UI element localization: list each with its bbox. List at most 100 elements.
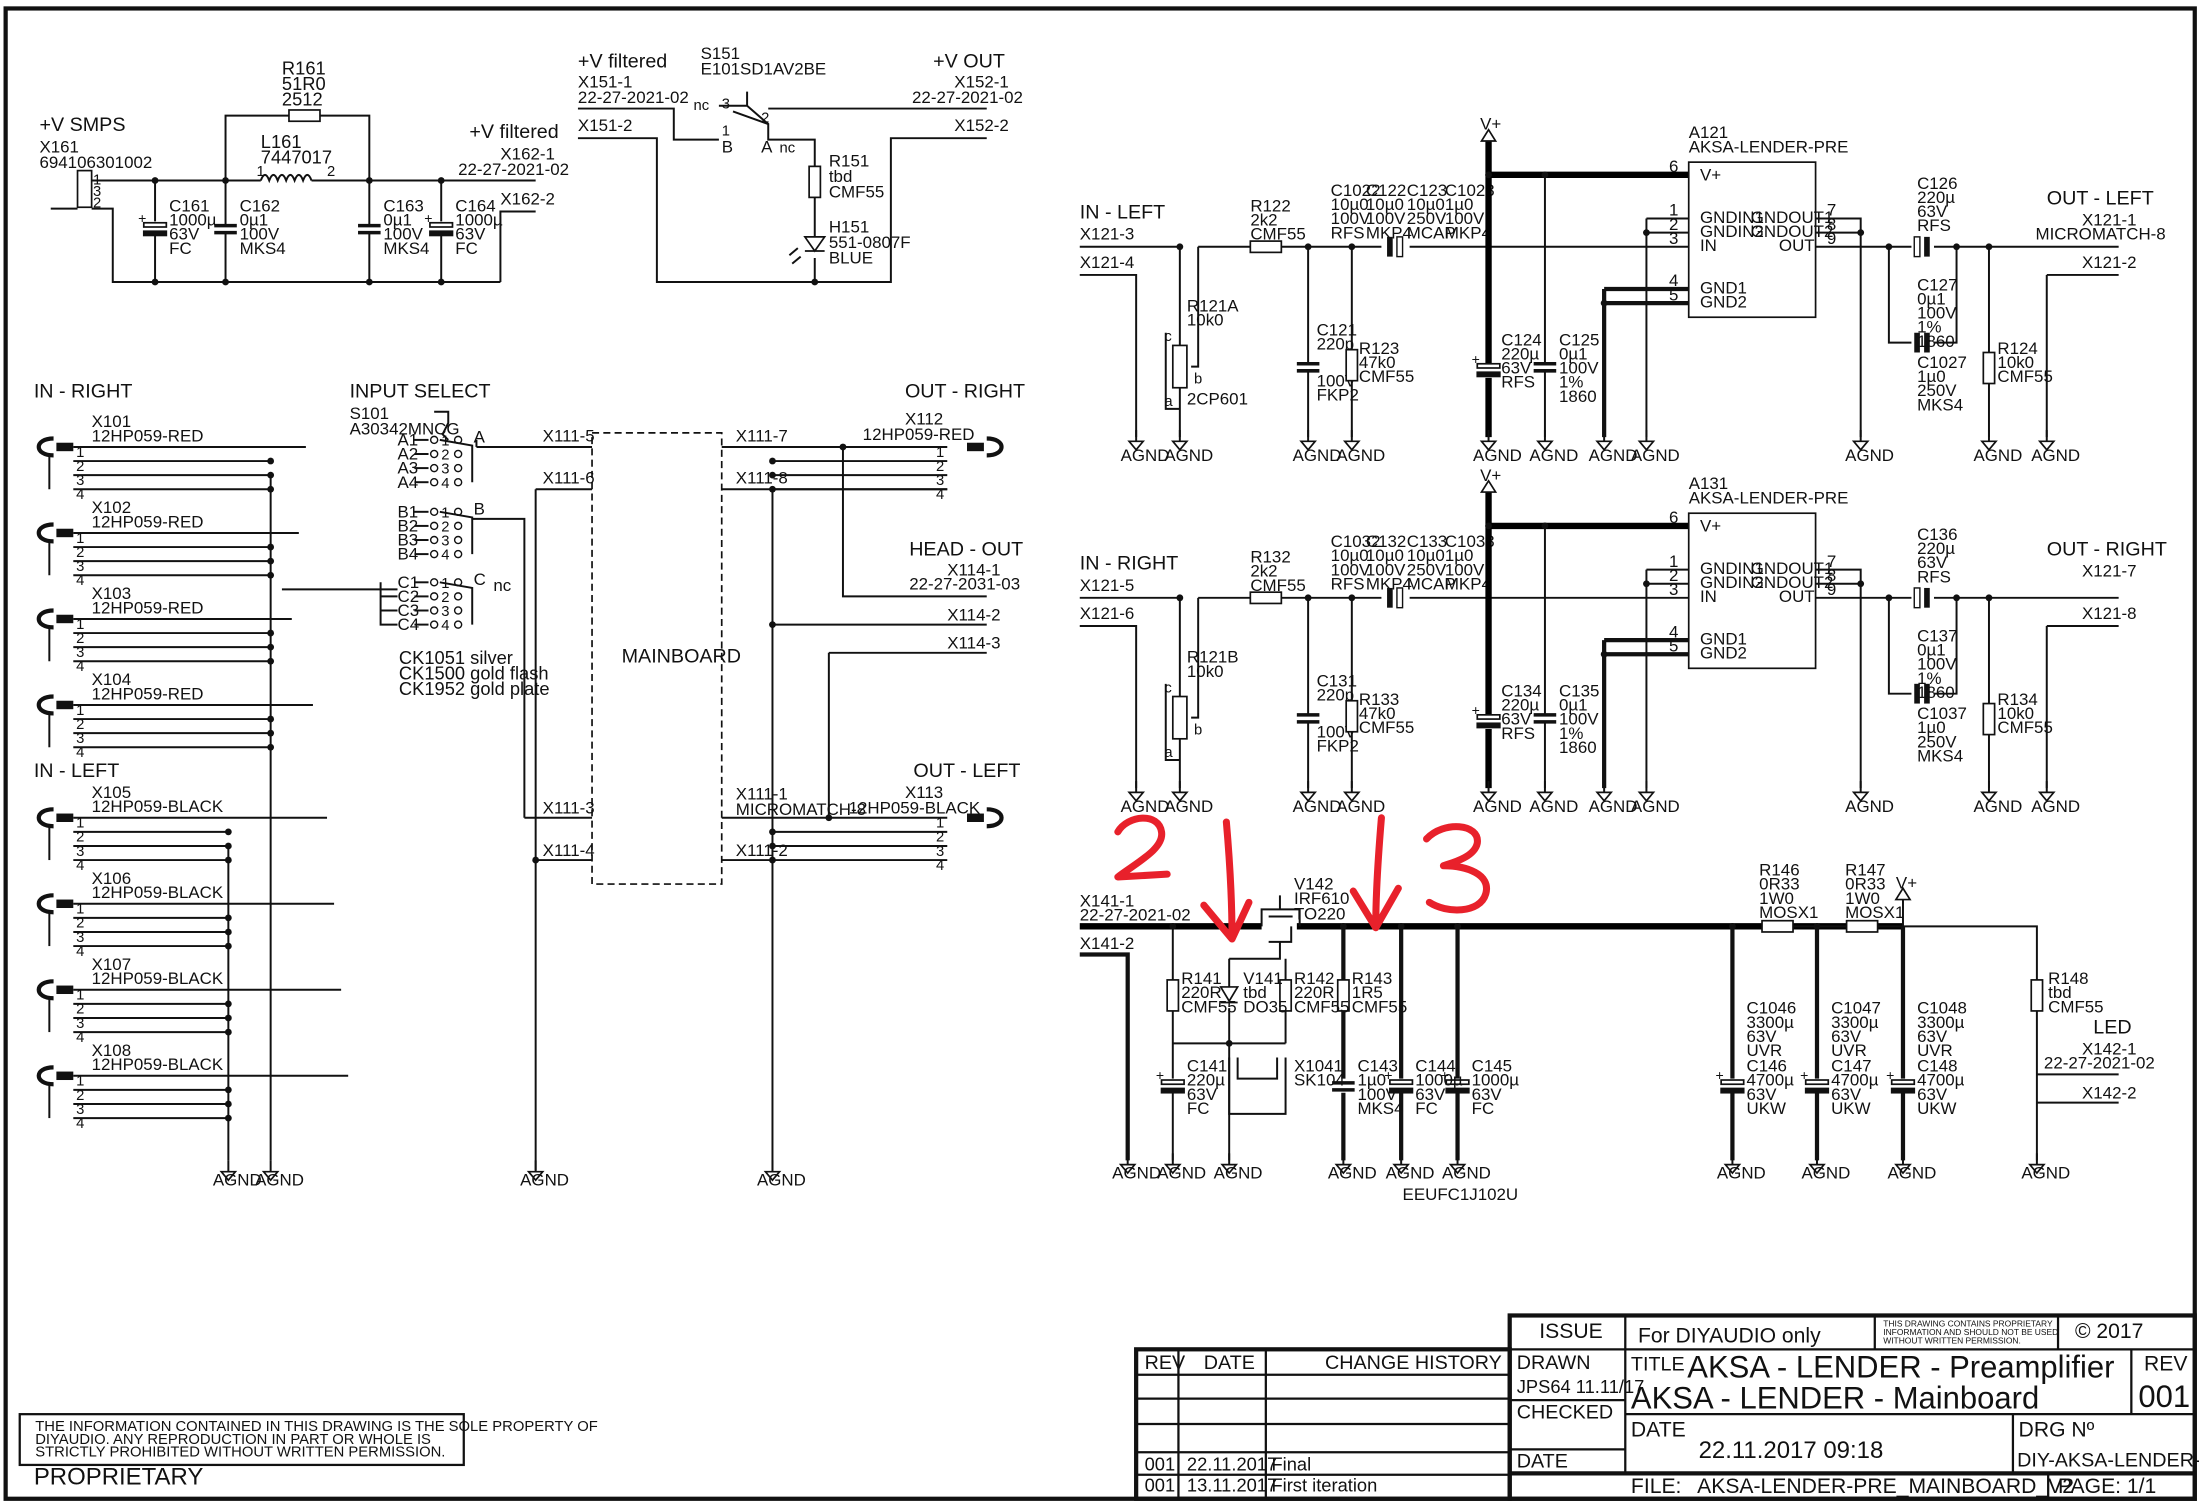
- ic-pin-gndout1: GNDOUT1: [1751, 208, 1834, 227]
- c124-label: 220µ: [1501, 696, 1539, 715]
- vplus-label: V+: [1480, 466, 1501, 485]
- x152-1: X152-1: [954, 72, 1009, 91]
- r148-type: CMF55: [2048, 997, 2103, 1016]
- pin-number: 1: [76, 617, 84, 633]
- ic-pin-out: OUT: [1779, 587, 1815, 606]
- c126-cap: [1913, 236, 1921, 258]
- coupling-cap-label: 1µ0: [1445, 195, 1474, 214]
- x141-2: X141-2: [1080, 934, 1135, 953]
- c127-label: 0µ1: [1917, 290, 1946, 309]
- r-ref: R124: [1997, 339, 2037, 358]
- ic-body: [1687, 161, 1817, 319]
- c1027-label: 250V: [1917, 732, 1957, 751]
- jack-in-2: X121-6: [1080, 604, 1135, 623]
- coupling-cap-label: MKP4: [1445, 223, 1491, 242]
- jack-ref: X104: [92, 670, 131, 689]
- vplus-reg: V+: [1896, 873, 1917, 892]
- drawn-by: JPS64 11.11/17: [1517, 1376, 1645, 1397]
- ic-body: [1687, 512, 1817, 670]
- c143-volt: 100V: [1357, 1085, 1397, 1104]
- nc-switch: nc: [493, 576, 511, 595]
- note-3: CK1952 gold plate: [399, 678, 550, 699]
- bulk-cap-label: C1046: [1747, 999, 1797, 1018]
- nc-label-2: nc: [780, 140, 796, 156]
- proprietary-box: THE INFORMATION CONTAINED IN THIS DRAWIN…: [18, 1413, 598, 1491]
- c144-type: FC: [1415, 1099, 1438, 1118]
- r-ref: R132: [1250, 548, 1290, 567]
- pin-number: 3: [76, 645, 84, 661]
- agnd-label: AGND: [1112, 1164, 1161, 1183]
- coupling-cap-label: MKP4: [1366, 223, 1412, 242]
- x161-part: 694106301002: [39, 153, 152, 172]
- vplus-arrow: [1479, 128, 1498, 142]
- out-right-label: OUT - RIGHT: [905, 381, 1025, 403]
- c1027-label: MKS4: [1917, 746, 1963, 765]
- r147-val: 0R33: [1845, 875, 1885, 894]
- coupling-cap-label: 10µ0: [1407, 195, 1445, 214]
- r143-type: CMF55: [1352, 997, 1407, 1016]
- coupling-cap-label: C123: [1407, 181, 1447, 200]
- r-ref: R122: [1250, 196, 1290, 215]
- drg-label: DRG Nº: [2019, 1419, 2095, 1442]
- agnd-label: AGND: [1845, 446, 1894, 465]
- bulk-cap-label: 63V: [1747, 1027, 1778, 1046]
- pin-num: 3: [1669, 229, 1678, 248]
- pin-number: 4: [76, 1116, 84, 1132]
- agnd-label: AGND: [2031, 797, 2080, 816]
- jack-part: 12HP059-BLACK: [92, 883, 224, 902]
- s151-part: E101SD1AV2BE: [701, 60, 827, 79]
- c1027-label: C1027: [1917, 353, 1967, 372]
- c162-ref: C162: [240, 196, 280, 215]
- date-big-label: DATE: [1631, 1419, 1686, 1442]
- coupling-cap: [1387, 587, 1393, 608]
- r-val: 10k0: [1997, 704, 2034, 723]
- agnd-label: AGND: [1473, 797, 1522, 816]
- svg-text:1: 1: [936, 445, 944, 461]
- agnd-label: AGND: [1157, 1164, 1206, 1183]
- switch-pole-label: A4: [398, 473, 419, 492]
- x162-2: X162-2: [500, 189, 555, 208]
- pin-number: 3: [76, 473, 84, 489]
- jack-in-2: X121-4: [1080, 253, 1135, 272]
- c162-val: 0µ1: [240, 211, 269, 230]
- pin-num: 2: [1669, 566, 1678, 585]
- c126-label: 63V: [1917, 553, 1948, 572]
- ic-pin-gndout1: GNDOUT1: [1751, 559, 1834, 578]
- c124-label: 63V: [1501, 710, 1532, 729]
- agnd-label: AGND: [1293, 446, 1342, 465]
- bulk-cap-label: UVR: [1747, 1041, 1783, 1060]
- bulk-cap-label: UVR: [1831, 1041, 1867, 1060]
- bulk-cap-label: 63V: [1831, 1085, 1862, 1104]
- input-select-title: INPUT SELECT: [350, 381, 491, 403]
- agnd-2: AGND: [255, 1171, 304, 1190]
- prop-line-1: THE INFORMATION CONTAINED IN THIS DRAWIN…: [35, 1419, 598, 1435]
- x152-2: X152-2: [954, 116, 1009, 135]
- jack-out-2: X121-8: [2082, 604, 2137, 623]
- svg-text:1: 1: [722, 123, 730, 139]
- r142-type: CMF55: [1294, 997, 1349, 1016]
- c145-val: 1000µ: [1472, 1071, 1520, 1090]
- pot-val: 10k0: [1187, 311, 1224, 330]
- mainboard-box: [591, 432, 723, 885]
- note-2: CK1500 gold flash: [399, 663, 549, 684]
- x151-2: X151-2: [578, 116, 633, 135]
- vsmps-label: +V SMPS: [39, 114, 125, 136]
- ic-pin-gnd1: GND1: [1700, 278, 1747, 297]
- pin-number: 4: [76, 573, 84, 589]
- pin-number: 4: [76, 944, 84, 960]
- pin-num: 8: [1827, 566, 1836, 585]
- agnd-label: AGND: [1336, 797, 1385, 816]
- c143-val: 1µ0: [1357, 1071, 1386, 1090]
- c127-label: C137: [1917, 627, 1957, 646]
- r143-ref: R143: [1352, 969, 1392, 988]
- pin-num: 6: [1669, 508, 1678, 527]
- c1027-label: 1µ0: [1917, 718, 1946, 737]
- c164-type: FC: [455, 239, 478, 258]
- x1041-part: SK104: [1294, 1071, 1345, 1090]
- v142-part: IRF610: [1294, 889, 1349, 908]
- c-val: 220p: [1317, 686, 1355, 705]
- proprietary-label: PROPRIETARY: [34, 1464, 203, 1491]
- c163-type: MKS4: [383, 239, 429, 258]
- switch-pole-label: C1: [398, 573, 420, 592]
- c127-label: 1%: [1917, 669, 1941, 688]
